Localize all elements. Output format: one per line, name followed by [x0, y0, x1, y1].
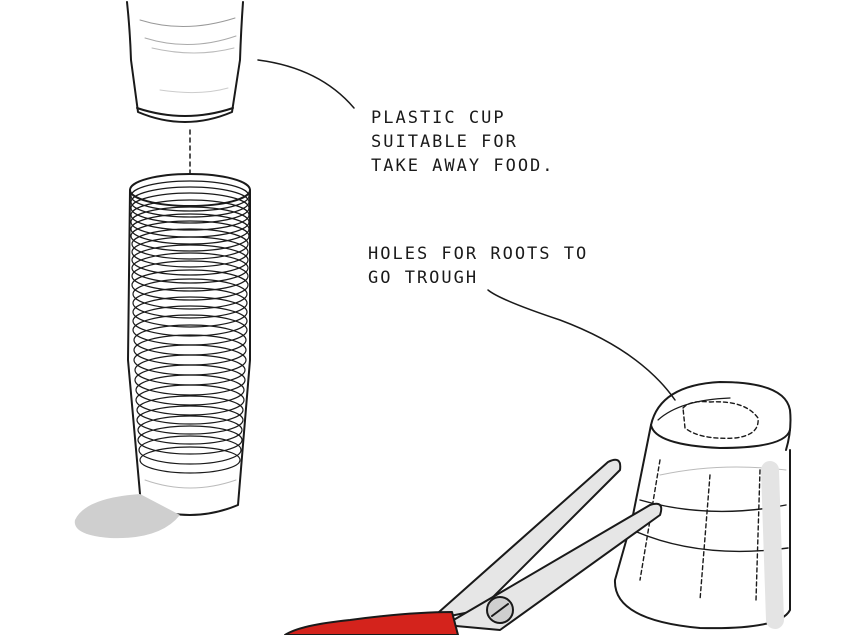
holes-annotation-line-2: GO TROUGH — [368, 266, 588, 290]
single-cup — [127, 2, 243, 122]
leader-line-holes — [488, 290, 675, 400]
stack-shadow — [75, 494, 180, 538]
cup-annotation-line-1: PLASTIC CUP — [371, 106, 555, 130]
holes-annotation: HOLES FOR ROOTS TO GO TROUGH — [368, 242, 588, 290]
cup-annotation: PLASTIC CUP SUITABLE FOR TAKE AWAY FOOD. — [371, 106, 555, 178]
cup-annotation-line-2: SUITABLE FOR — [371, 130, 555, 154]
cup-stack — [128, 174, 250, 515]
cup-annotation-line-3: TAKE AWAY FOOD. — [371, 154, 555, 178]
holes-annotation-line-1: HOLES FOR ROOTS TO — [368, 242, 588, 266]
leader-line-cup — [258, 60, 354, 108]
scissors-handle — [285, 612, 458, 635]
scissors — [285, 460, 661, 635]
cup-with-holes — [615, 382, 792, 628]
